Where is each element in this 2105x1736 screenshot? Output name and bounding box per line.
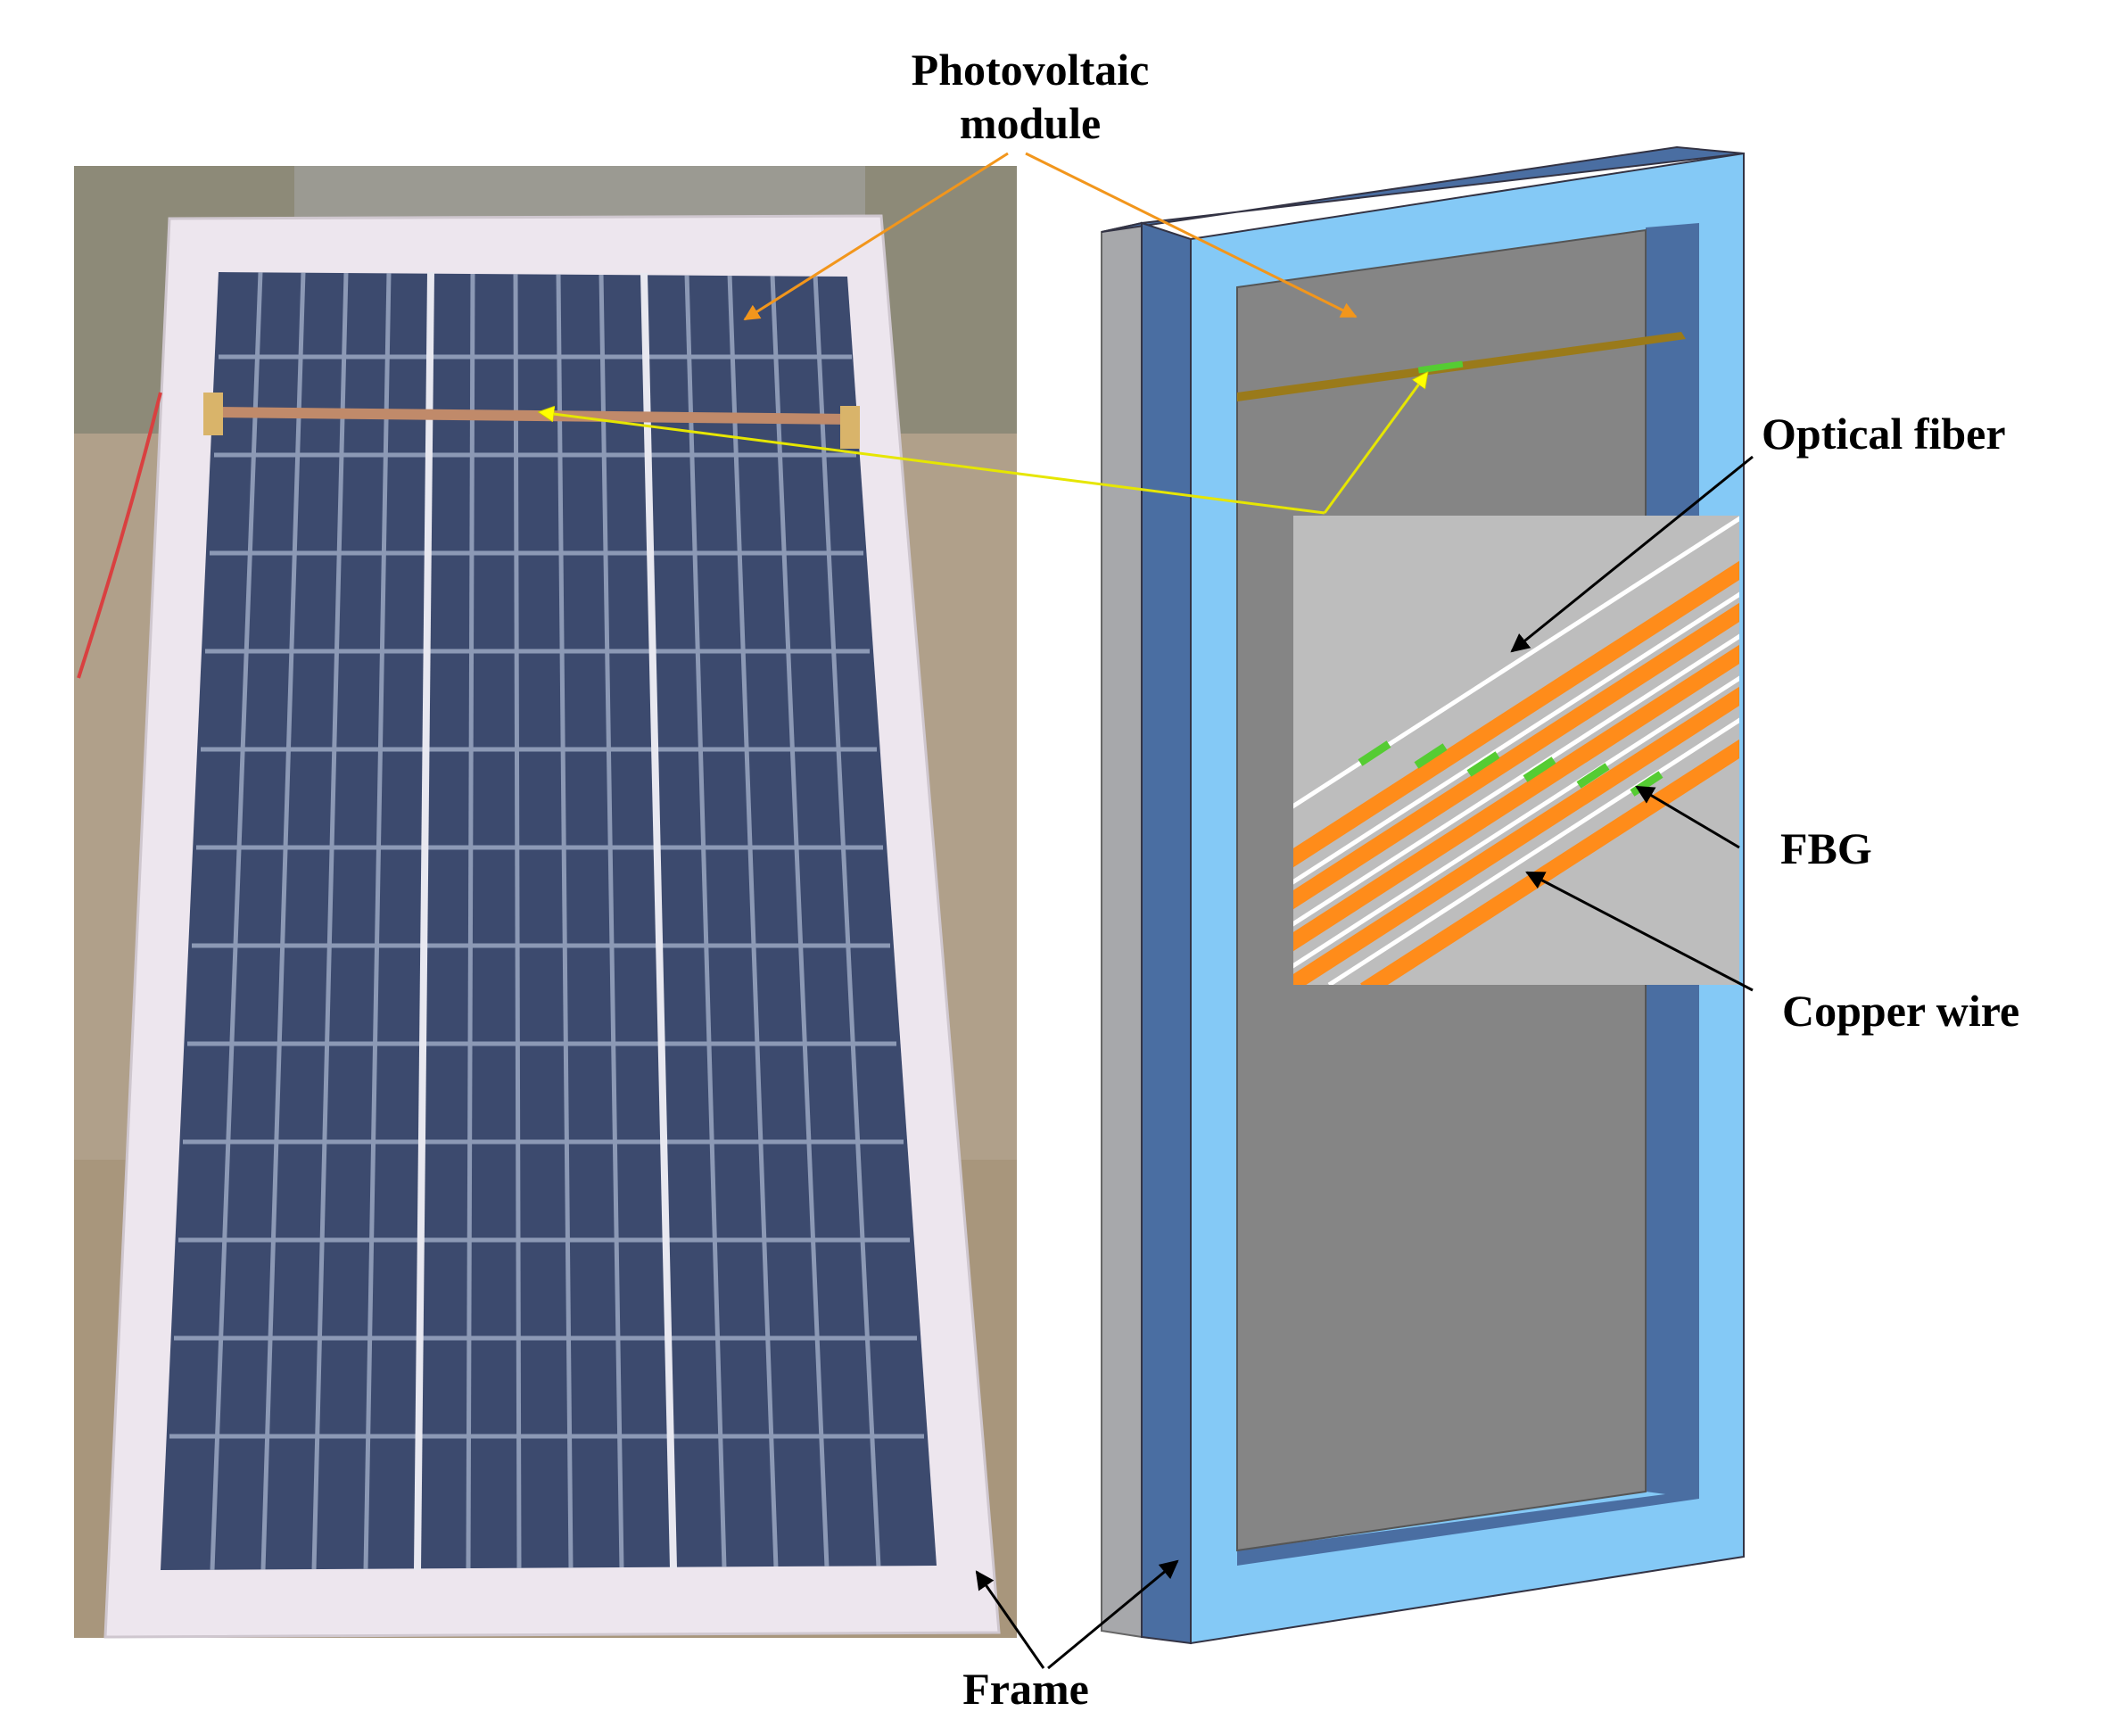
frame-label: Frame <box>962 1664 1089 1714</box>
inset-copper-line <box>1293 560 1739 868</box>
fiber-leader-left <box>540 412 1325 515</box>
fbg-segment <box>1523 756 1556 782</box>
inset-fiber-line <box>1293 675 1739 969</box>
inset-fiber-line <box>1293 591 1739 885</box>
inset-copper-line <box>1293 644 1739 952</box>
frame-inner-wall-bottom <box>1237 1490 1699 1566</box>
inset-copper-line <box>1293 602 1739 910</box>
inset-fiber-line <box>1293 633 1739 927</box>
copper-wire-label: Copper wire <box>1782 986 2019 1036</box>
fbg-segment <box>1358 740 1391 766</box>
inset-copper-line <box>1360 739 1739 985</box>
labels: Photovoltaic module Optical fiber FBG Co… <box>912 45 2020 1714</box>
fiber-leader-right <box>1323 373 1427 514</box>
inset-copper-line <box>1293 686 1739 985</box>
model-3d <box>1101 145 1745 1645</box>
optical-fiber-leader <box>1510 455 1754 653</box>
fbg-label: FBG <box>1780 823 1872 873</box>
pv-module-label-line2: module <box>960 98 1101 148</box>
inset-wires <box>1293 516 1739 985</box>
frame-leader-right <box>1047 1559 1179 1670</box>
zoom-inset <box>1293 516 1739 985</box>
pv-leader-right <box>1025 152 1358 318</box>
fbg-segment <box>1414 743 1448 769</box>
frame-side-face <box>1101 221 1143 1639</box>
copper-wire-leader <box>1525 871 1754 992</box>
photo-red-cable <box>77 392 162 679</box>
inset-fiber-line <box>1327 717 1739 985</box>
pv-leader-left <box>743 152 1009 321</box>
photo-cell-grid <box>169 272 924 1570</box>
fbg-segment <box>1466 751 1500 777</box>
photo-clamp-right <box>840 406 860 449</box>
fbg-segment <box>1576 763 1610 789</box>
frame-leader-left <box>975 1570 1045 1669</box>
frame-dark-strip-left <box>1141 221 1192 1645</box>
pv-module-label-line1: Photovoltaic <box>912 45 1150 95</box>
photo-panel <box>74 166 1017 1639</box>
fbg-leader <box>1635 785 1740 849</box>
photo-fiber-rod <box>213 407 853 425</box>
optical-fiber-label: Optical fiber <box>1762 409 2006 459</box>
photo-busbars <box>414 271 677 1571</box>
leader-lines <box>540 152 1754 1670</box>
module-fbg-marker <box>1417 360 1464 374</box>
photo-clamp-left <box>203 393 223 435</box>
